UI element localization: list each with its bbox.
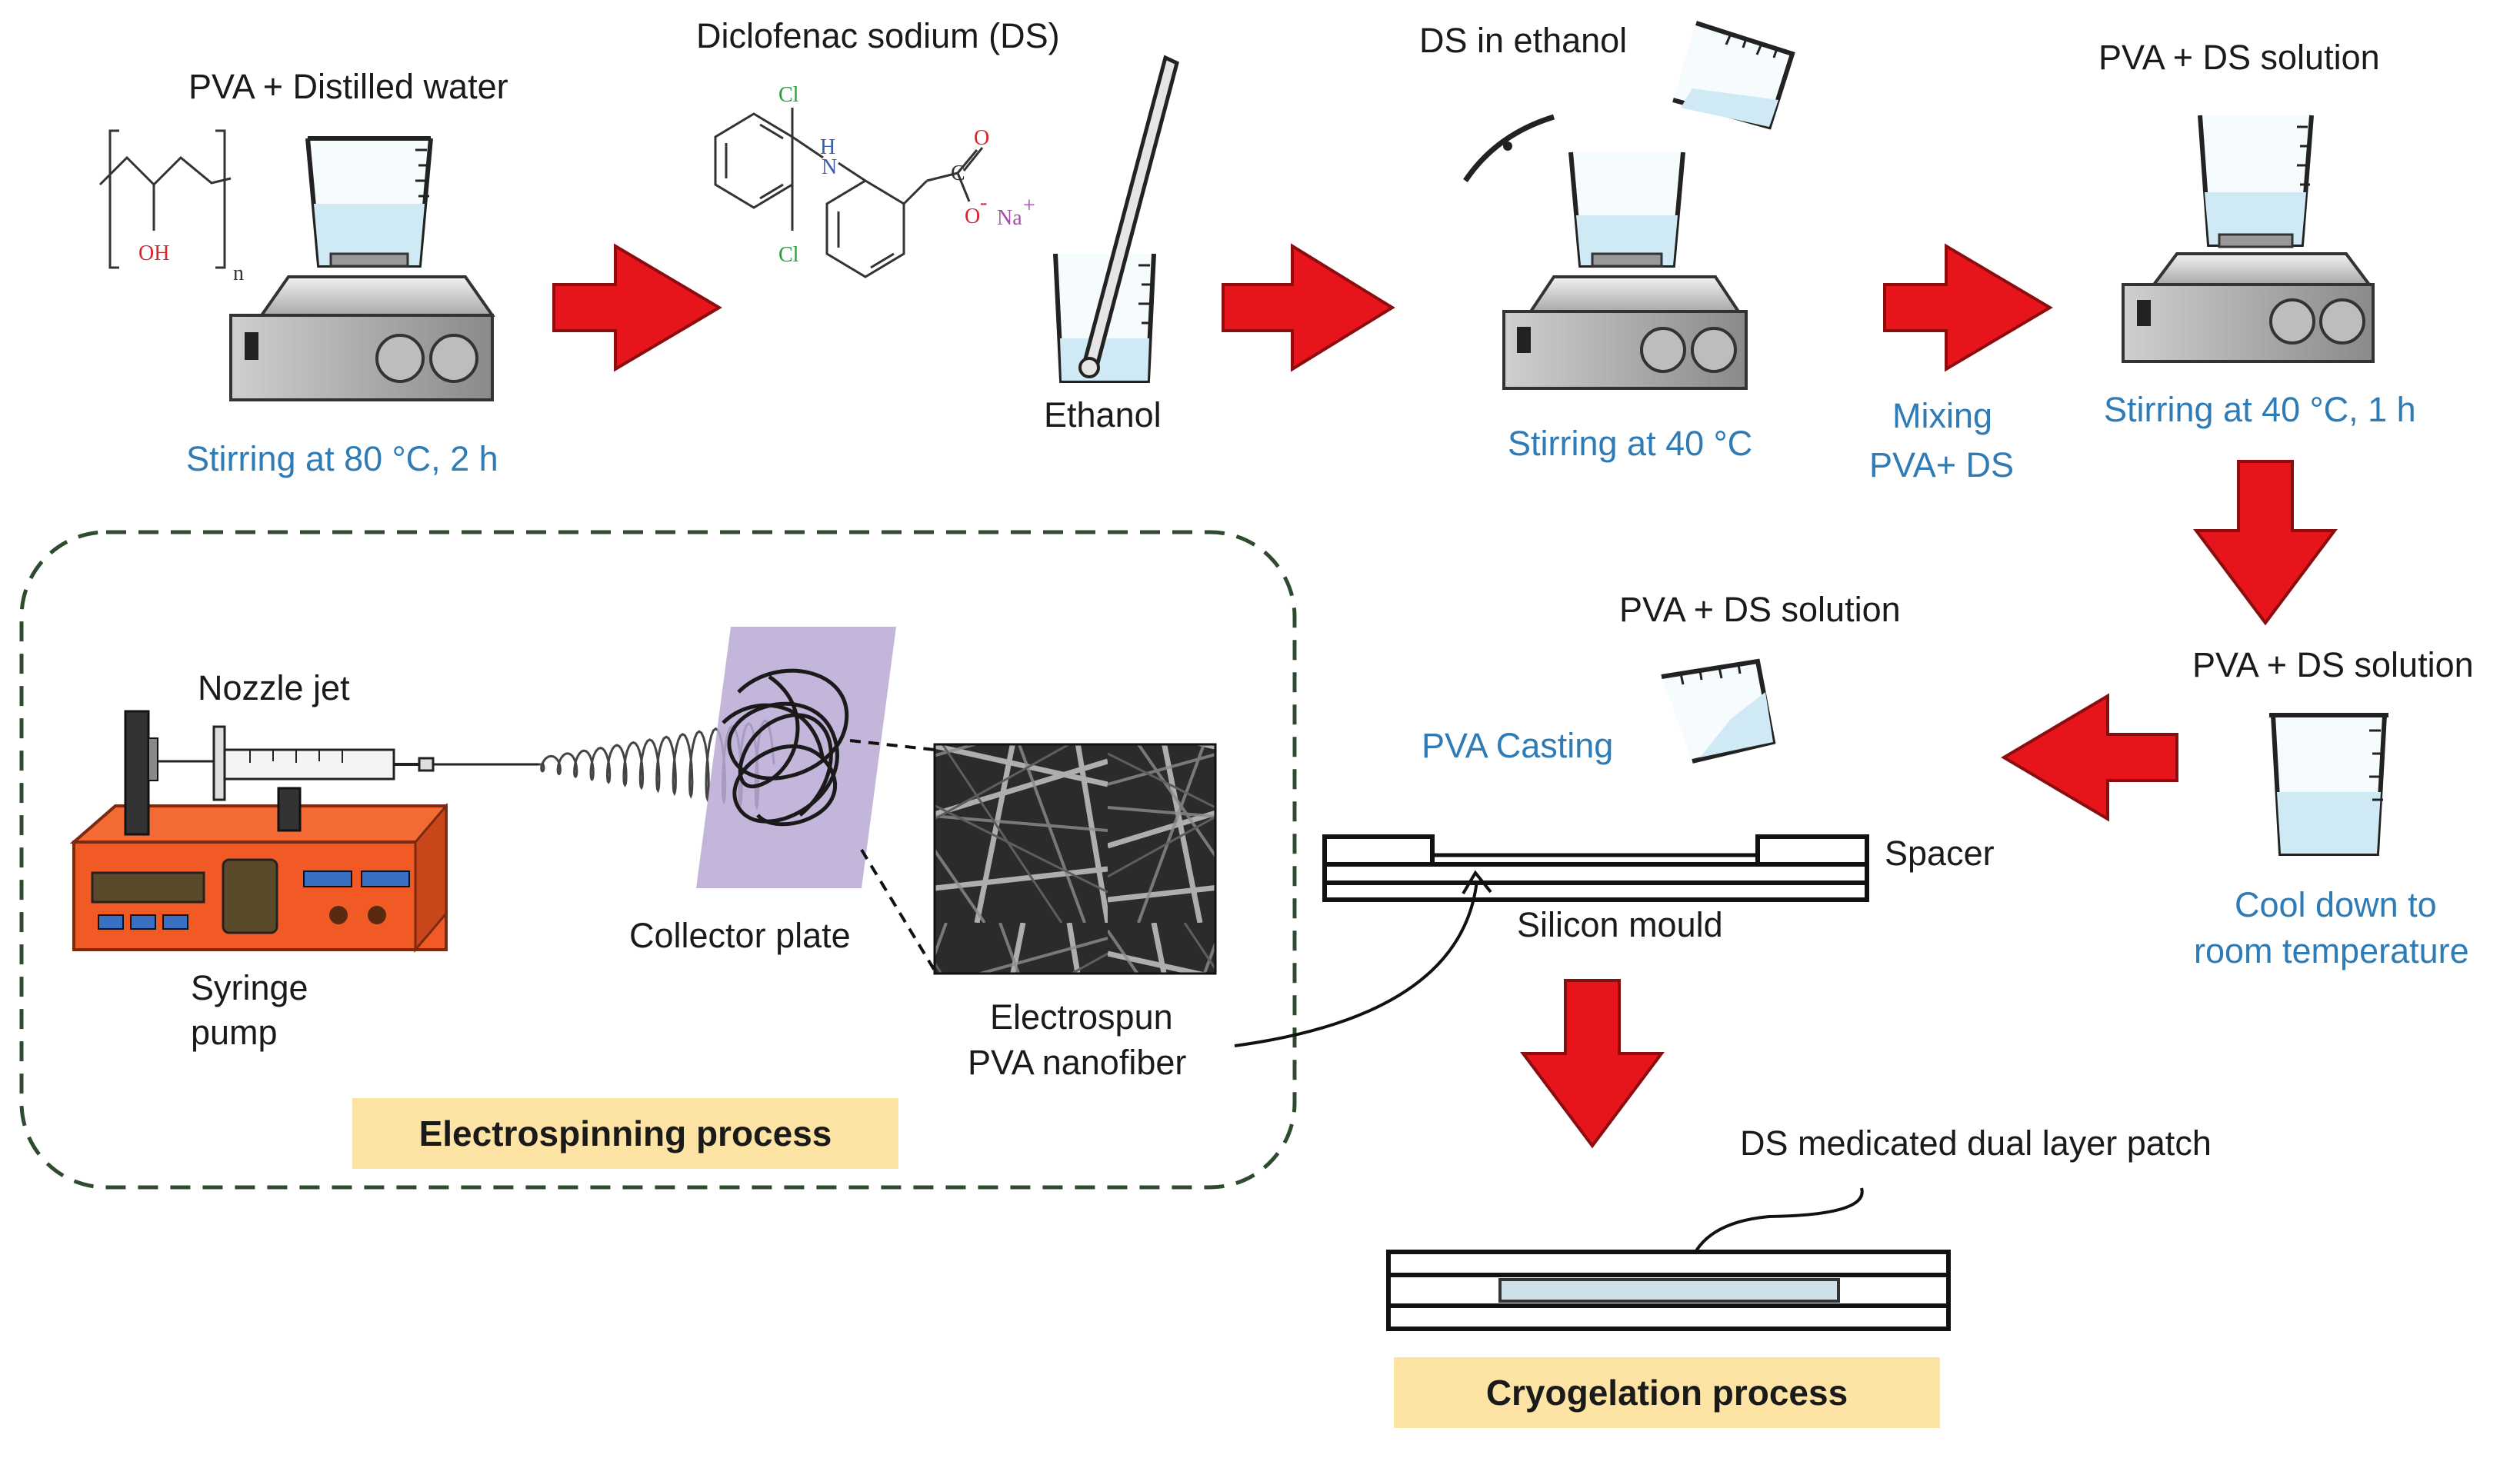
label-nanofiber-line2: PVA nanofiber	[968, 1043, 1186, 1082]
chem-n: n	[233, 261, 244, 285]
label-pva-water: PVA + Distilled water	[188, 67, 508, 106]
chem-h: H	[820, 135, 835, 159]
banner-cryogelation	[1394, 1357, 1940, 1428]
silicon-mould	[1322, 834, 1869, 902]
banner-cryogelation-text: Cryogelation process	[1486, 1373, 1848, 1413]
label-silicon-mould: Silicon mould	[1517, 905, 1723, 944]
arrow-1	[552, 243, 722, 372]
label-syringe-line1: Syringe	[191, 968, 308, 1007]
label-pva-ds-mid: PVA + DS solution	[1619, 590, 1901, 629]
label-ds-ethanol: DS in ethanol	[1419, 21, 1627, 60]
label-cool-line1: Cool down to	[2235, 885, 2437, 924]
label-cool-line2: room temperature	[2194, 931, 2469, 970]
hotplate-stirrer-2	[1502, 151, 1748, 390]
ethanol-beaker	[1053, 55, 1179, 383]
banner-electrospinning-text: Electrospinning process	[419, 1113, 832, 1153]
chem-c: C	[951, 161, 965, 185]
arrow-2	[1222, 243, 1395, 372]
chem-oh: OH	[138, 241, 169, 265]
chem-na: Na	[997, 206, 1022, 230]
arrow-3	[1883, 243, 2053, 372]
dual-layer-patch	[1386, 1250, 1951, 1331]
label-nozzle-jet: Nozzle jet	[198, 668, 350, 707]
chem-cl-bottom: Cl	[778, 243, 799, 267]
label-spacer: Spacer	[1885, 834, 1995, 873]
label-diclofenac: Diclofenac sodium (DS)	[696, 16, 1060, 55]
label-pva-casting: PVA Casting	[1422, 726, 1613, 765]
syringe-pump	[69, 710, 448, 954]
chem-o-double: O	[974, 126, 989, 150]
syringe	[158, 725, 435, 801]
electrospinning-box	[19, 530, 1297, 1190]
label-ethanol: Ethanol	[1044, 395, 1162, 434]
chem-plus: +	[1023, 194, 1035, 218]
label-stir40-1h: Stirring at 40 °C, 1 h	[2104, 390, 2416, 429]
label-patch: DS medicated dual layer patch	[1740, 1123, 2212, 1163]
collector-plate	[696, 627, 896, 888]
diclofenac-structure	[714, 108, 984, 278]
hotplate-stirrer-3	[2122, 115, 2375, 363]
label-syringe-line2: pump	[191, 1013, 278, 1052]
cooling-beaker	[2269, 713, 2388, 856]
stirring-rod	[1463, 114, 1555, 182]
hotplate-stirrer-1	[229, 136, 495, 401]
nanofiber-pointer	[1234, 880, 1478, 1047]
pva-structure	[98, 129, 232, 269]
label-collector-plate: Collector plate	[629, 916, 851, 955]
chem-o-single: O	[965, 205, 980, 228]
casting-beaker	[1661, 658, 1776, 764]
label-pva-ds-right: PVA + DS solution	[2192, 645, 2474, 684]
label-pva-ds-top: PVA + DS solution	[2098, 38, 2380, 77]
label-stir40: Stirring at 40 °C	[1508, 424, 1752, 463]
label-mixing-line2: PVA+ DS	[1869, 445, 2014, 484]
chem-cl-top: Cl	[778, 83, 799, 107]
arrow-5	[2001, 693, 2178, 822]
label-mixing-line1: Mixing	[1892, 396, 1992, 435]
chem-minus: -	[980, 191, 987, 215]
patch-pointer	[1687, 1187, 1864, 1270]
label-stir80: Stirring at 80 °C, 2 h	[186, 439, 498, 478]
fiber-tangle	[722, 668, 849, 827]
pouring-beaker	[1672, 21, 1795, 130]
sem-nanofiber-image	[933, 743, 1217, 975]
label-nanofiber-line1: Electrospun	[990, 997, 1173, 1037]
arrow-6	[1520, 979, 1665, 1149]
banner-electrospinning	[352, 1098, 898, 1169]
chem-n-atom: N	[822, 155, 837, 179]
arrow-4	[2193, 460, 2338, 626]
